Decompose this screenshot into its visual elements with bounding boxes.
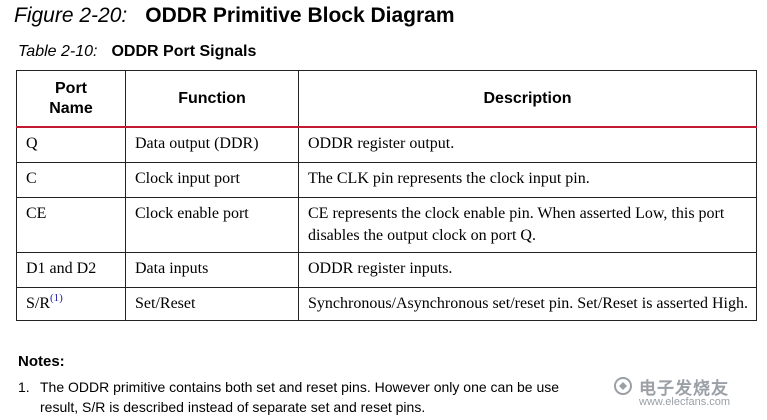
- footnote-ref-link[interactable]: (1): [50, 292, 63, 304]
- table-title: Table 2-10: ODDR Port Signals: [18, 40, 256, 64]
- figure-name: ODDR Primitive Block Diagram: [145, 4, 455, 27]
- table-row: D1 and D2 Data inputs ODDR register inpu…: [16, 252, 757, 288]
- cell-function: Data output (DDR): [125, 126, 299, 163]
- header-function: Function: [125, 70, 299, 128]
- note-text-2: result, S/R is described instead of sepa…: [40, 399, 426, 415]
- port-name-text: S/R: [26, 295, 51, 312]
- notes-heading: Notes:: [18, 353, 65, 370]
- table-header-row: Port Name Function Description: [16, 70, 757, 128]
- note-text-1: The ODDR primitive contains both set and…: [40, 379, 560, 395]
- note-item: 1. The ODDR primitive contains both set a…: [18, 377, 758, 417]
- watermark-text: 电子发烧友: [639, 379, 729, 398]
- cell-port: S/R(1): [16, 287, 126, 321]
- table-name: ODDR Port Signals: [111, 43, 257, 60]
- cell-description: CE represents the clock enable pin. When…: [298, 197, 757, 253]
- cell-port: CE: [16, 197, 126, 253]
- table-row: CE Clock enable port CE represents the c…: [16, 197, 757, 253]
- cell-description: ODDR register inputs.: [298, 252, 757, 288]
- cell-port: Q: [16, 126, 126, 163]
- watermark: 电子发烧友 www.elecfans.com: [609, 372, 759, 416]
- table-row: C Clock input port The CLK pin represent…: [16, 162, 757, 198]
- cell-port: C: [16, 162, 126, 198]
- header-port-name: Port Name: [16, 70, 126, 128]
- cell-description: ODDR register output.: [298, 126, 757, 163]
- cell-function: Set/Reset: [125, 287, 299, 321]
- header-port-line1: Port: [55, 79, 87, 97]
- cell-function: Clock input port: [125, 162, 299, 198]
- cell-function: Clock enable port: [125, 197, 299, 253]
- figure-number: Figure 2-20:: [14, 4, 128, 27]
- header-port-line2: Name: [49, 99, 93, 117]
- watermark-logo-icon: [614, 377, 632, 395]
- port-signals-table: Port Name Function Description Q Data ou…: [16, 70, 757, 321]
- table-row: Q Data output (DDR) ODDR register output…: [16, 126, 757, 163]
- cell-function: Data inputs: [125, 252, 299, 288]
- watermark-url: www.elecfans.com: [639, 396, 731, 408]
- cell-description: Synchronous/Asynchronous set/reset pin. …: [298, 287, 757, 321]
- cell-description: The CLK pin represents the clock input p…: [298, 162, 757, 198]
- note-number: 1.: [18, 379, 30, 395]
- table-number: Table 2-10:: [18, 43, 98, 60]
- header-description: Description: [298, 70, 757, 128]
- cell-port: D1 and D2: [16, 252, 126, 288]
- table-row: S/R(1) Set/Reset Synchronous/Asynchronou…: [16, 287, 757, 321]
- note-line-1: 1. The ODDR primitive contains both set a…: [18, 377, 758, 397]
- figure-title: Figure 2-20: ODDR Primitive Block Diagram: [14, 0, 455, 32]
